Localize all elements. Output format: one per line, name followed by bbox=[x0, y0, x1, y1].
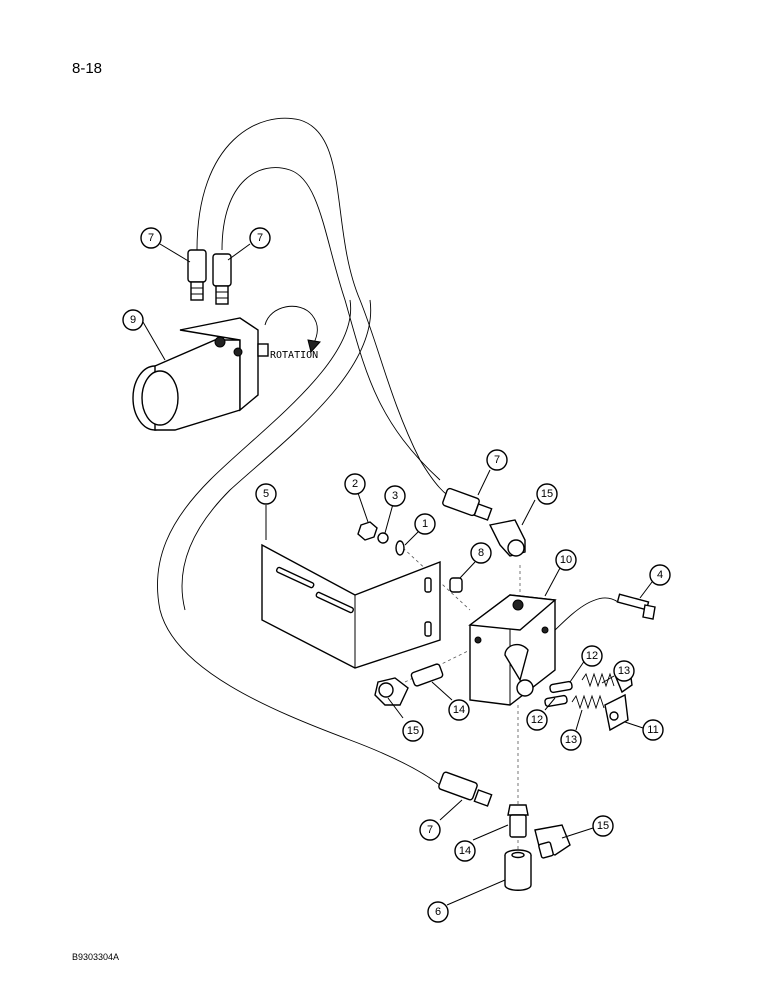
hose-loop bbox=[157, 299, 441, 786]
callout-7-top-left: 7 bbox=[140, 227, 162, 249]
svg-text:2: 2 bbox=[352, 478, 358, 490]
washer-icon bbox=[395, 540, 405, 556]
hydraulic-motor-icon bbox=[132, 317, 269, 431]
hose-fitting-upper-right bbox=[212, 253, 232, 305]
svg-text:15: 15 bbox=[541, 488, 553, 500]
pin-upper bbox=[549, 680, 573, 694]
callout-9: 9 bbox=[122, 309, 144, 331]
callout-10: 10 bbox=[555, 549, 577, 571]
callout-13-lower: 13 bbox=[560, 729, 582, 751]
svg-text:12: 12 bbox=[586, 650, 598, 662]
hose-right bbox=[544, 597, 619, 641]
callout-4: 4 bbox=[649, 564, 671, 586]
callout-15-lower: 15 bbox=[592, 815, 614, 837]
callout-2: 2 bbox=[344, 473, 366, 495]
elbow-fitting-left bbox=[374, 677, 409, 706]
nut-icon bbox=[357, 521, 378, 541]
svg-text:4: 4 bbox=[657, 569, 663, 581]
bolt-icon bbox=[616, 593, 656, 620]
straight-fitting-lower bbox=[507, 804, 529, 838]
callout-13-upper: 13 bbox=[613, 660, 635, 682]
svg-text:9: 9 bbox=[130, 314, 136, 326]
svg-text:14: 14 bbox=[453, 704, 465, 716]
callout-7-top-right: 7 bbox=[249, 227, 271, 249]
callout-12-lower: 12 bbox=[526, 709, 548, 731]
callout-5: 5 bbox=[255, 483, 277, 505]
hose-fitting-upper-left bbox=[187, 249, 207, 301]
hose-upper bbox=[196, 117, 456, 501]
pin-lower bbox=[544, 694, 568, 708]
svg-text:7: 7 bbox=[257, 232, 263, 244]
svg-text:5: 5 bbox=[263, 488, 269, 500]
svg-text:10: 10 bbox=[560, 554, 572, 566]
hose-lines bbox=[157, 117, 619, 786]
svg-text:7: 7 bbox=[494, 454, 500, 466]
callout-leaders bbox=[142, 243, 653, 906]
callout-15-left: 15 bbox=[402, 720, 424, 742]
callout-7-lower: 7 bbox=[419, 819, 441, 841]
svg-text:7: 7 bbox=[148, 232, 154, 244]
svg-text:7: 7 bbox=[427, 824, 433, 836]
callout-14-left: 14 bbox=[448, 699, 470, 721]
elbow-fitting-icon bbox=[488, 519, 526, 557]
valve-block-icon bbox=[468, 594, 557, 706]
rotation-arrow-icon bbox=[264, 305, 321, 354]
callout-7-middle: 7 bbox=[486, 449, 508, 471]
callout-12-upper: 12 bbox=[581, 645, 603, 667]
svg-text:13: 13 bbox=[565, 734, 577, 746]
svg-text:14: 14 bbox=[459, 845, 471, 857]
svg-text:15: 15 bbox=[597, 820, 609, 832]
callout-6: 6 bbox=[427, 901, 449, 923]
spacer-icon bbox=[449, 577, 463, 593]
straight-fitting-left bbox=[410, 663, 444, 687]
callout-3: 3 bbox=[384, 485, 406, 507]
svg-text:3: 3 bbox=[392, 490, 398, 502]
document-code: B9303304A bbox=[72, 952, 120, 962]
elbow-fitting-lower bbox=[534, 824, 571, 859]
lockwasher-icon bbox=[377, 532, 389, 544]
svg-text:6: 6 bbox=[435, 906, 441, 918]
hose-loop-inner bbox=[181, 299, 372, 611]
svg-text:13: 13 bbox=[618, 665, 630, 677]
svg-text:15: 15 bbox=[407, 725, 419, 737]
hose-upper-inner bbox=[221, 167, 441, 481]
callout-1: 1 bbox=[414, 513, 436, 535]
callout-8: 8 bbox=[470, 542, 492, 564]
page-number: 8-18 bbox=[72, 60, 103, 77]
hose-fitting-middle bbox=[442, 487, 493, 521]
svg-text:8: 8 bbox=[478, 547, 484, 559]
callout-14-lower: 14 bbox=[454, 840, 476, 862]
callout-15-upper: 15 bbox=[536, 483, 558, 505]
rotation-label: ROTATION bbox=[270, 350, 318, 361]
svg-text:1: 1 bbox=[422, 518, 428, 530]
svg-text:12: 12 bbox=[531, 714, 543, 726]
tee-fitting-icon bbox=[504, 849, 532, 891]
spring-icon bbox=[571, 672, 615, 710]
hose-fitting-lower bbox=[438, 771, 493, 807]
svg-text:11: 11 bbox=[647, 724, 658, 736]
mounting-bracket-icon bbox=[261, 543, 441, 669]
callout-11: 11 bbox=[642, 719, 664, 741]
